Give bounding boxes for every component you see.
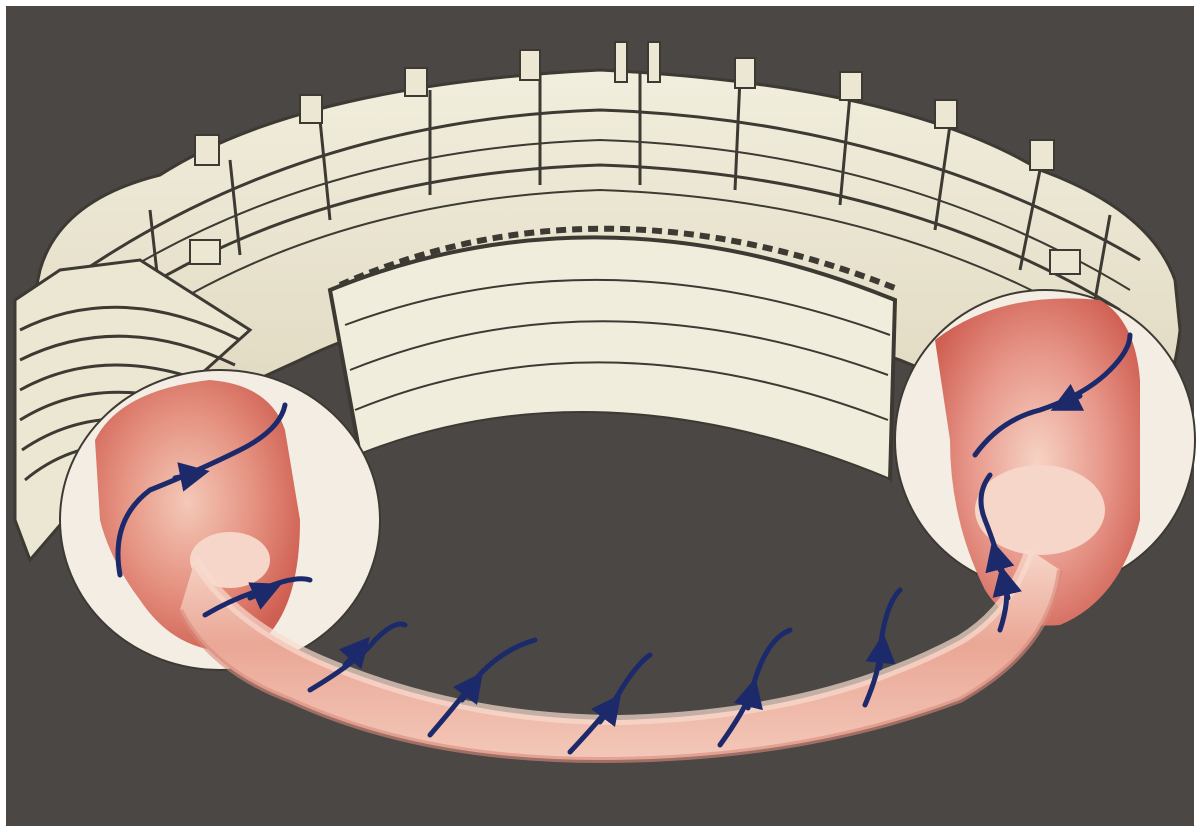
field-arrow-7 xyxy=(880,648,882,668)
